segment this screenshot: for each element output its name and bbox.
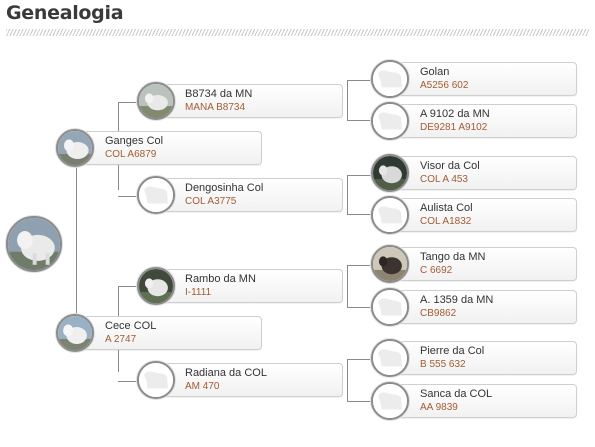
animal-photo-placeholder[interactable] — [371, 288, 409, 326]
pedigree-card-g3[interactable]: A. 1359 da MN CB9862 — [389, 290, 577, 324]
title-rule-divider — [6, 29, 589, 36]
animal-registration: CB9862 — [420, 308, 457, 319]
animal-name: Rambo da MN — [185, 273, 256, 285]
pedigree-card-g3[interactable]: Visor da Col COL A 453 — [389, 156, 577, 190]
animal-registration: AM 470 — [185, 381, 220, 392]
animal-photo-placeholder[interactable] — [371, 382, 409, 420]
page-title: Genealogia — [6, 2, 124, 24]
animal-photo[interactable] — [137, 267, 175, 305]
connector-line — [347, 214, 371, 215]
animal-registration: COL A 453 — [420, 174, 468, 185]
animal-photo-placeholder[interactable] — [371, 102, 409, 140]
animal-name: Ganges Col — [105, 135, 164, 147]
pedigree-card-g3[interactable]: Sanca da COL AA 9839 — [389, 384, 577, 418]
connector-line — [347, 307, 371, 308]
animal-name: Golan — [420, 66, 450, 78]
subject-photo[interactable] — [6, 216, 62, 272]
animal-registration: C 6692 — [420, 265, 453, 276]
placeholder-silhouette-icon — [139, 363, 173, 397]
white-bull-photo-icon — [58, 316, 92, 350]
pedigree-card-dam-sire[interactable]: Rambo da MN I-1111 — [155, 269, 343, 303]
pedigree-card-g3[interactable]: Pierre da Col B 555 632 — [389, 341, 577, 375]
dark-bull-photo-icon — [373, 247, 407, 281]
animal-name: B8734 da MN — [185, 88, 253, 100]
animal-photo-placeholder[interactable] — [137, 361, 175, 399]
animal-name: Tango da MN — [420, 251, 486, 263]
animal-name: A 9102 da MN — [420, 108, 490, 120]
pedigree-card-g3[interactable]: A 9102 da MN DE9281 A9102 — [389, 104, 577, 138]
animal-registration: B 555 632 — [420, 359, 466, 370]
placeholder-silhouette-icon — [373, 290, 407, 324]
animal-name: Visor da Col — [420, 160, 480, 172]
placeholder-silhouette-icon — [373, 198, 407, 232]
white-bull-photo-icon — [139, 269, 173, 303]
animal-registration: A 2747 — [105, 334, 137, 345]
pedigree-card-sire[interactable]: Ganges Col COL A6879 — [74, 131, 262, 165]
animal-name: Aulista Col — [420, 202, 473, 214]
white-bull-photo-icon — [58, 131, 92, 165]
pedigree-card-g3[interactable]: Aulista Col COL A1832 — [389, 198, 577, 232]
animal-photo[interactable] — [137, 82, 175, 120]
placeholder-silhouette-icon — [373, 62, 407, 96]
connector-line — [347, 120, 371, 121]
connector-line — [118, 381, 138, 382]
white-bull-photo-icon — [139, 84, 173, 118]
placeholder-silhouette-icon — [139, 178, 173, 212]
connector-line — [347, 359, 371, 360]
pedigree-card-dam-dam[interactable]: Radiana da COL AM 470 — [155, 363, 343, 397]
animal-photo[interactable] — [56, 314, 94, 352]
animal-registration: COL A1832 — [420, 216, 472, 227]
pedigree-card-sire-dam[interactable]: Dengosinha Col COL A3775 — [155, 178, 343, 212]
placeholder-silhouette-icon — [373, 104, 407, 138]
animal-name: Pierre da Col — [420, 345, 485, 357]
connector-line — [347, 175, 348, 214]
pedigree-card-g3[interactable]: Tango da MN C 6692 — [389, 247, 577, 281]
connector-line — [118, 196, 138, 197]
animal-registration: MANA B8734 — [185, 102, 246, 113]
connector-line — [347, 265, 348, 307]
animal-registration: COL A3775 — [185, 196, 237, 207]
pedigree-card-sire-sire[interactable]: B8734 da MN MANA B8734 — [155, 84, 343, 118]
animal-photo[interactable] — [371, 245, 409, 283]
animal-photo-placeholder[interactable] — [371, 196, 409, 234]
animal-photo-placeholder[interactable] — [137, 176, 175, 214]
animal-registration: COL A6879 — [105, 149, 157, 160]
animal-name: Dengosinha Col — [185, 182, 264, 194]
connector-line — [347, 80, 348, 120]
animal-photo[interactable] — [371, 154, 409, 192]
animal-photo-placeholder[interactable] — [371, 339, 409, 377]
animal-name: Radiana da COL — [185, 367, 267, 379]
placeholder-silhouette-icon — [373, 341, 407, 375]
connector-line — [347, 359, 348, 401]
pedigree-card-g3[interactable]: Golan A5256 602 — [389, 62, 577, 96]
animal-photo[interactable] — [56, 129, 94, 167]
placeholder-silhouette-icon — [373, 384, 407, 418]
connector-line — [347, 265, 371, 266]
animal-registration: A5256 602 — [420, 80, 469, 91]
animal-registration: I-1111 — [185, 287, 212, 298]
pedigree-card-dam[interactable]: Cece COL A 2747 — [74, 316, 262, 350]
connector-line — [118, 102, 138, 103]
connector-line — [118, 286, 138, 287]
connector-line — [347, 175, 371, 176]
animal-photo-placeholder[interactable] — [371, 60, 409, 98]
animal-registration: DE9281 A9102 — [420, 122, 488, 133]
white-bull-photo-icon — [8, 218, 60, 270]
connector-line — [347, 401, 371, 402]
animal-registration: AA 9839 — [420, 402, 458, 413]
animal-name: Sanca da COL — [420, 388, 493, 400]
connector-line — [347, 80, 371, 81]
connector-line — [76, 166, 77, 314]
white-bull-photo-icon — [373, 156, 407, 190]
animal-name: A. 1359 da MN — [420, 294, 494, 306]
animal-name: Cece COL — [105, 320, 157, 332]
